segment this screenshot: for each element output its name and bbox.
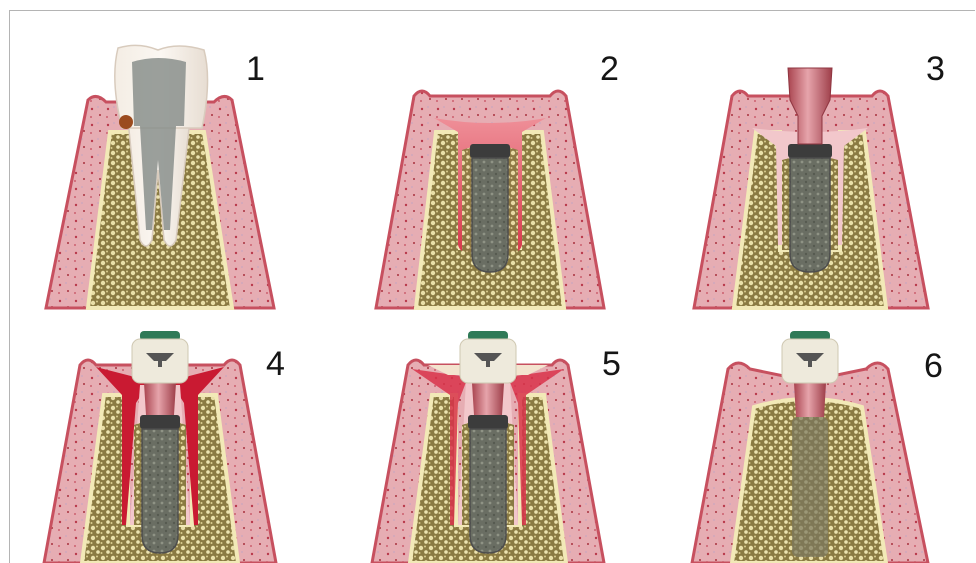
panel-number-1: 1: [246, 52, 265, 86]
implant-body: [472, 158, 508, 272]
panel-5: 5: [368, 325, 630, 563]
implant-body: [470, 429, 506, 553]
panel-number-3: 3: [926, 52, 945, 86]
panel-6: 6: [688, 325, 958, 563]
panel-2-illustration: [370, 40, 610, 315]
panel-4: 4: [40, 325, 300, 563]
implant-head: [470, 144, 510, 158]
panel-1: 1: [40, 40, 280, 315]
panel-3-illustration: [688, 40, 933, 315]
implant-head: [788, 144, 832, 158]
panel-5-illustration: [368, 325, 608, 563]
implant-body: [790, 158, 830, 272]
panel-number-6: 6: [924, 349, 943, 383]
panel-number-4: 4: [266, 347, 285, 381]
caries-lesion: [119, 115, 133, 129]
panel-6-illustration: [688, 325, 933, 563]
implant-head: [468, 415, 508, 429]
integrated-implant: [792, 417, 828, 557]
panel-number-2: 2: [600, 52, 619, 86]
abutment: [144, 383, 176, 415]
panel-3: 3: [688, 40, 958, 315]
panel-1-illustration: [40, 40, 280, 315]
implant-head: [140, 415, 180, 429]
panel-2: 2: [370, 40, 630, 315]
panel-number-5: 5: [602, 347, 621, 381]
panel-4-illustration: [40, 325, 280, 563]
abutment: [794, 383, 826, 417]
abutment: [472, 383, 504, 415]
implant-body: [142, 429, 178, 553]
